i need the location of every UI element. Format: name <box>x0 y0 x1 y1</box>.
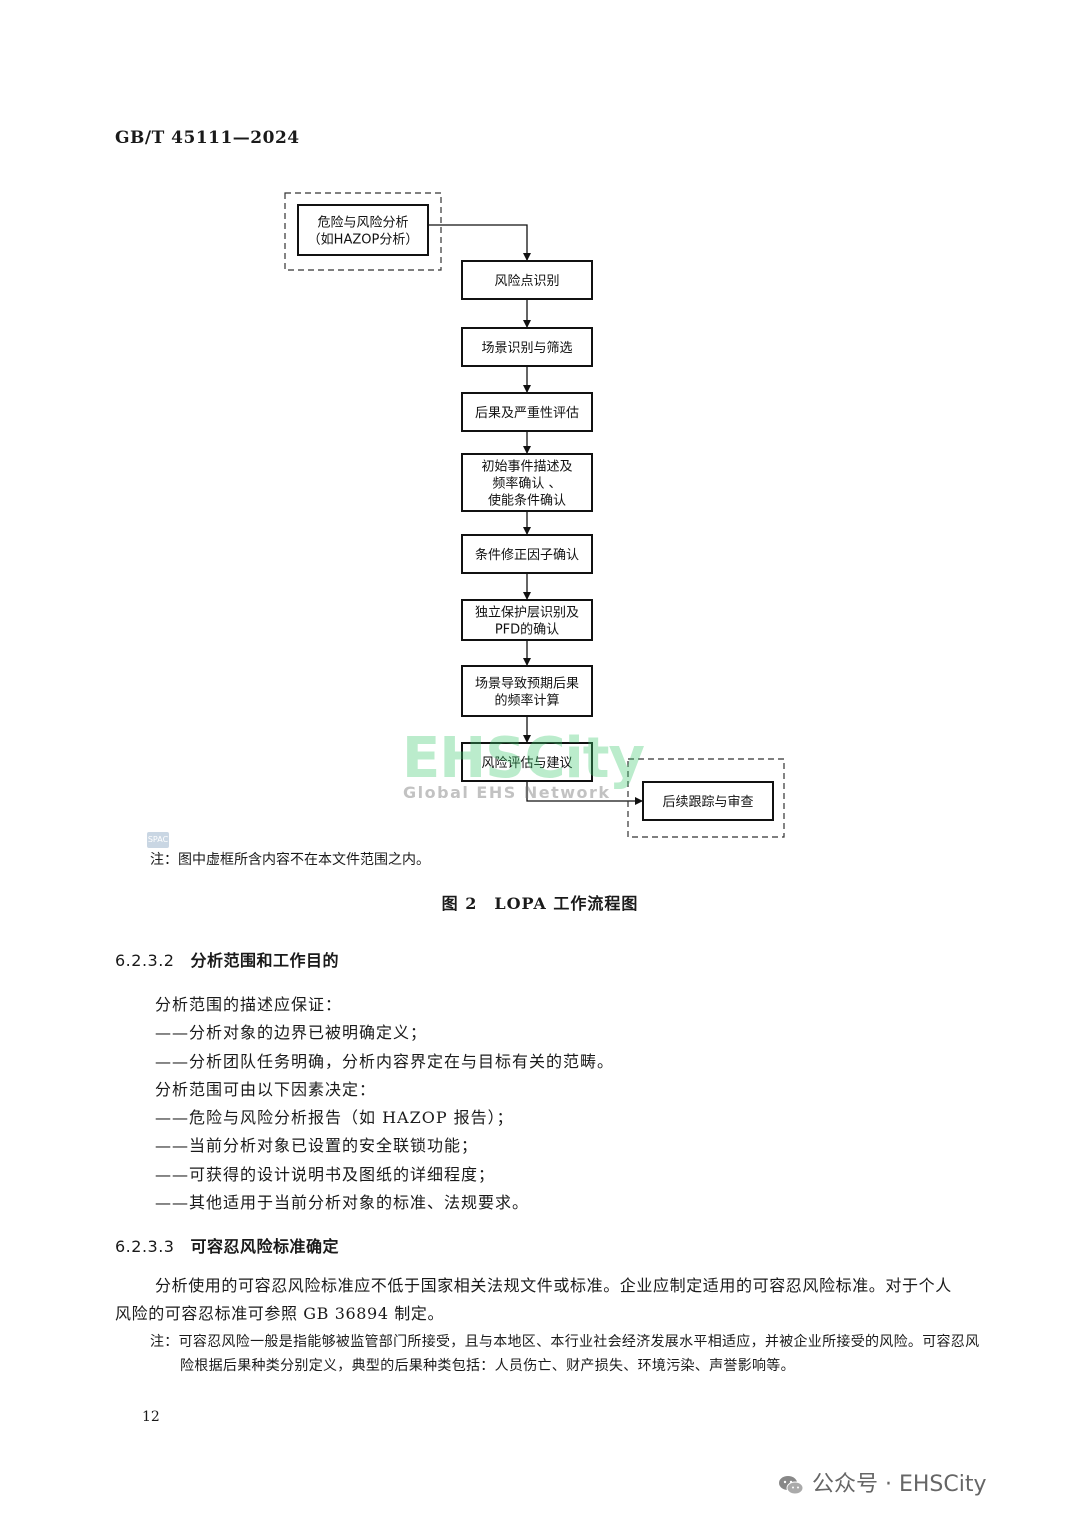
flow-external-end-rect <box>642 781 774 821</box>
watermark-tagline: Global EHS Network <box>403 783 611 802</box>
tolerable-risk-note: 注：可容忍风险一般是指能够被监管部门所接受，且与本地区、本行业社会经济发展水平相… <box>150 1334 980 1374</box>
flow-step-4-label: 频率确认 、 <box>492 476 561 492</box>
flow-step-2-label: 场景识别与筛选 <box>481 341 572 356</box>
flow-step-3: 后果及严重性评估 <box>461 392 593 432</box>
wechat-icon <box>779 1476 804 1495</box>
list-line: 分析范围的描述应保证： <box>155 995 343 1014</box>
section-6232-heading: 6.2.3.2 分析范围和工作目的 <box>115 947 339 971</box>
list-line: ——分析对象的边界已被明确定义； <box>155 1023 428 1042</box>
flow-step-7-label: 场景导致预期后果 <box>475 677 579 692</box>
section-title: 可容忍风险标准确定 <box>190 1237 339 1256</box>
list-line: ——危险与风险分析报告（如 HAZOP 报告）； <box>155 1108 514 1127</box>
flow-step-1-rect <box>461 260 593 300</box>
watermark-logo: EHSCity <box>402 726 645 791</box>
figure-note: 注：图中虚框所含内容不在本文件范围之内。 <box>150 852 430 868</box>
seal-badge: SPAC <box>147 832 169 848</box>
flow-step-3-rect <box>461 392 593 432</box>
flow-step-5: 条件修正因子确认 <box>461 534 593 574</box>
footer-brand-text: 公众号 · EHSCity <box>812 1472 987 1497</box>
section-6233-heading: 6.2.3.3 可容忍风险标准确定 <box>115 1233 339 1257</box>
figure-caption: 图 2 LOPA 工作流程图 <box>441 894 639 913</box>
flow-step-2-rect <box>461 327 593 367</box>
list-line: 分析范围可由以下因素决定： <box>155 1080 377 1099</box>
flow-external-start-label: （如HAZOP分析） <box>308 232 419 248</box>
flow-arrow-start <box>428 224 531 261</box>
list-line: ——可获得的设计说明书及图纸的详细程度； <box>155 1165 496 1184</box>
flow-external-start-label: 危险与风险分析 <box>317 216 408 231</box>
section-number: 6.2.3.3 <box>115 1237 175 1256</box>
list-line: ——其他适用于当前分析对象的标准、法规要求。 <box>155 1193 530 1212</box>
flow-step-7-rect <box>461 665 593 717</box>
flow-external-start-rect <box>297 204 429 256</box>
flow-step-5-rect <box>461 534 593 574</box>
list-line: ——分析团队任务明确，分析内容界定在与目标有关的范畴。 <box>155 1052 615 1071</box>
flow-step-4-label: 使能条件确认 <box>488 493 566 509</box>
flow-step-4-label: 初始事件描述及 <box>481 460 572 475</box>
flow-external-start: 危险与风险分析（如HAZOP分析） <box>297 204 429 256</box>
flow-external-end-label: 后续跟踪与审查 <box>662 795 753 810</box>
flowchart: 危险与风险分析（如HAZOP分析）风险点识别场景识别与筛选后果及严重性评估初始事… <box>284 192 785 838</box>
dashed-frame-end <box>627 758 785 838</box>
section-number: 6.2.3.2 <box>115 951 175 970</box>
body-paragraph: 分析使用的可容忍风险标准应不低于国家相关法规文件或标准。企业应制定适用的可容忍风… <box>115 1276 952 1323</box>
section-title: 分析范围和工作目的 <box>190 951 339 970</box>
flow-step-8-rect <box>461 742 593 782</box>
flow-step-2: 场景识别与筛选 <box>461 327 593 367</box>
list-line: ——当前分析对象已设置的安全联锁功能； <box>155 1136 479 1155</box>
flow-step-6-rect <box>461 599 593 641</box>
flow-step-6-label: PFD的确认 <box>495 622 559 638</box>
flow-step-4-rect <box>461 453 593 512</box>
flow-step-7-label: 的频率计算 <box>494 693 559 709</box>
flow-step-1-label: 风险点识别 <box>494 274 559 289</box>
flow-step-6-label: 独立保护层识别及 <box>475 606 579 621</box>
footer-brand: 公众号 · EHSCity <box>778 1466 987 1498</box>
flow-step-1: 风险点识别 <box>461 260 593 300</box>
flow-external-end: 后续跟踪与审查 <box>642 781 774 821</box>
flow-step-5-label: 条件修正因子确认 <box>475 547 579 563</box>
page-number: 12 <box>142 1409 160 1425</box>
flow-step-8: 风险评估与建议 <box>461 742 593 782</box>
dashed-frame-start <box>284 192 442 271</box>
flow-step-3-label: 后果及严重性评估 <box>475 405 579 421</box>
standard-code: GB/T 45111—2024 <box>115 128 300 148</box>
flow-step-8-label: 风险评估与建议 <box>481 756 572 771</box>
flow-arrow-end <box>526 781 643 805</box>
